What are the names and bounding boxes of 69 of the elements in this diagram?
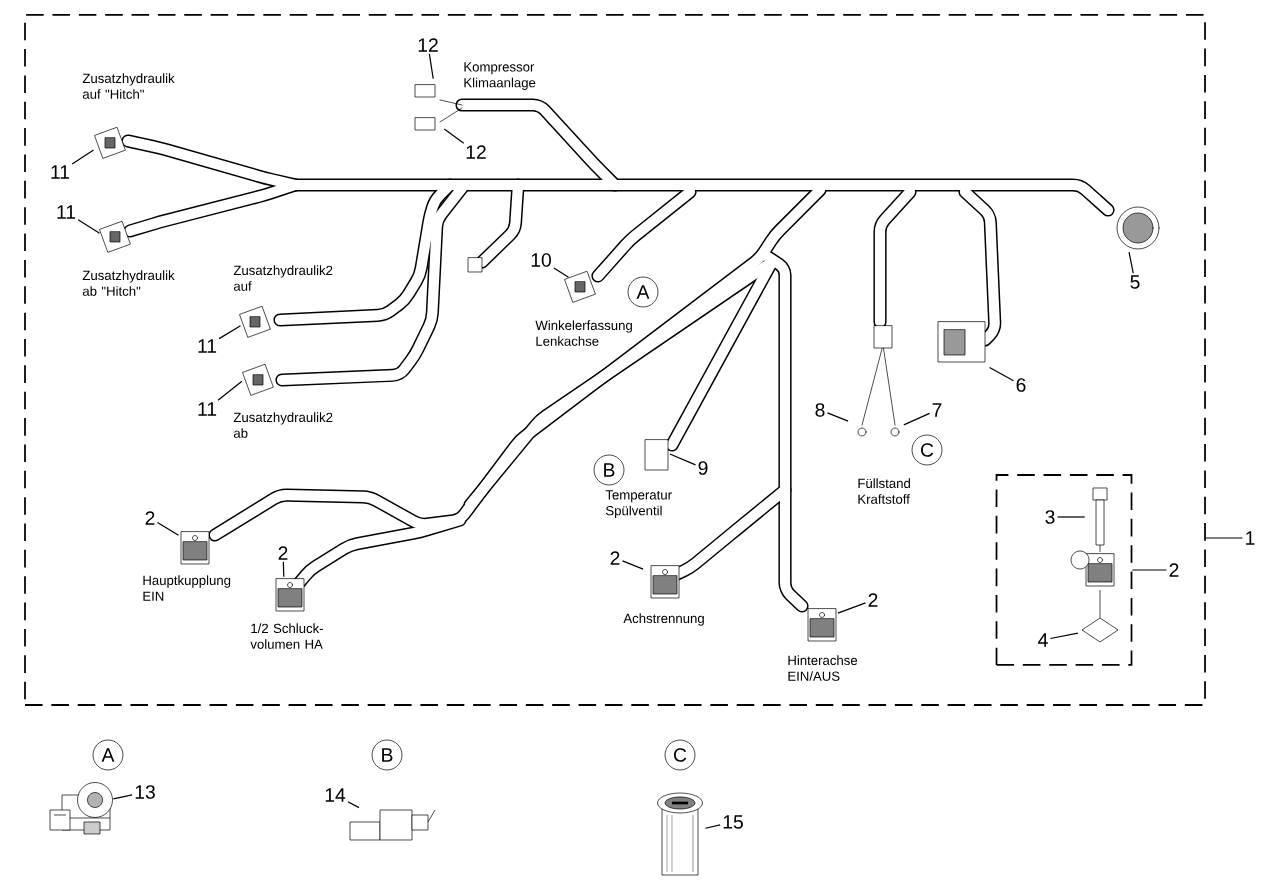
circled-letter: B <box>593 454 625 486</box>
filler-tube-drawing <box>657 792 703 876</box>
dashed-frame <box>24 14 1206 706</box>
circled-letter: B <box>371 739 403 771</box>
sensor-drawing <box>349 809 436 841</box>
callout-number: 11 <box>51 165 70 179</box>
callout-number: 7 <box>932 403 942 417</box>
callout-number: 12 <box>466 145 486 159</box>
circled-letter: C <box>664 739 696 771</box>
part-label: Achstrennung <box>623 613 704 626</box>
part-label: Winkelerfassung Lenkachse <box>535 320 632 346</box>
leader-line <box>621 560 644 570</box>
part-label: Füllstand Kraftstoff <box>858 478 910 504</box>
callout-number: 2 <box>145 511 155 525</box>
callout-number: 12 <box>418 38 438 52</box>
leader-line <box>669 453 697 466</box>
callout-number: 11 <box>198 339 217 353</box>
callout-number: 8 <box>815 403 825 417</box>
part-label: Kompressor Klimaanlage <box>464 62 536 90</box>
callout-number: 3 <box>1045 510 1055 524</box>
leader-line <box>428 53 434 80</box>
part-label: Zusatzhydraulik ab "Hitch" <box>82 270 175 296</box>
leader-line <box>443 128 465 144</box>
part-label: Zusatzhydraulik2 ab <box>233 412 333 438</box>
leader-line <box>218 325 242 340</box>
leader-line <box>704 824 721 829</box>
callout-number: 9 <box>698 461 708 475</box>
leader-line <box>217 380 243 401</box>
callout-number: 5 <box>1130 275 1140 289</box>
circled-letter: C <box>911 434 943 466</box>
sensor-drawing <box>49 782 113 835</box>
leader-line <box>1205 537 1244 539</box>
leader-line <box>112 794 133 800</box>
circled-letter: A <box>627 276 659 308</box>
leader-line <box>826 412 849 422</box>
part-label: Temperatur Spülventil <box>605 490 672 518</box>
callout-number: 2 <box>1169 563 1179 577</box>
callout-number: 2 <box>278 546 288 560</box>
leader-line <box>553 267 570 278</box>
leader-line <box>282 561 285 578</box>
callout-number: 11 <box>57 205 76 219</box>
callout-number: 2 <box>610 551 620 565</box>
part-label: Zusatzhydraulik auf "Hitch" <box>82 73 175 99</box>
callout-number: 14 <box>325 788 346 802</box>
leader-line <box>1049 632 1079 640</box>
callout-number: 11 <box>198 402 217 416</box>
leader-line <box>71 149 95 165</box>
leader-line <box>989 366 1015 382</box>
part-label: 1/2 Schluck-volumen HA <box>250 623 323 649</box>
leader-line <box>1131 569 1168 571</box>
dashed-frame <box>995 474 1133 666</box>
callout-number: 10 <box>531 253 551 267</box>
leader-line <box>77 219 101 234</box>
leader-line <box>837 602 867 614</box>
leader-line <box>1128 251 1134 274</box>
leader-line <box>1056 516 1086 518</box>
leader-line <box>903 412 931 426</box>
callout-number: 15 <box>723 815 743 829</box>
callout-number: 1 <box>1246 531 1255 545</box>
circled-letter: A <box>92 739 124 771</box>
callout-number: 2 <box>868 593 878 607</box>
leader-line <box>347 801 360 809</box>
part-label: Hauptkupplung EIN <box>143 575 231 601</box>
callout-number: 6 <box>1016 378 1026 392</box>
callout-number: 4 <box>1038 633 1048 647</box>
leader-line <box>156 521 180 536</box>
callout-number: 13 <box>135 785 155 799</box>
part-label: Hinterachse EIN/AUS <box>788 655 858 681</box>
part-label: Zusatzhydraulik2 auf <box>233 265 333 291</box>
